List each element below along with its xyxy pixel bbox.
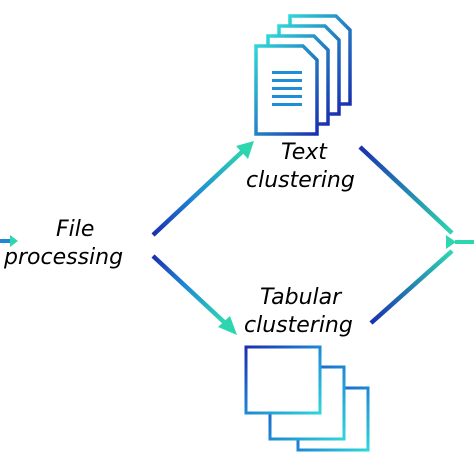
stacked-tables-icon: [244, 345, 370, 452]
arrow-to-tabular-clustering: [151, 254, 237, 335]
table-front: [244, 345, 322, 415]
file-processing-label-line2: processing: [4, 245, 124, 270]
line-tabular-to-merge: [369, 249, 454, 325]
stacked-documents-icon: [254, 14, 352, 136]
file-processing-label-line1: File: [56, 217, 95, 242]
line-text-to-merge: [358, 145, 454, 235]
output-arrow: [446, 235, 474, 249]
text-clustering-label-line1: Text: [281, 140, 327, 165]
tabular-clustering-label-line1: Tabular: [260, 285, 342, 310]
tabular-clustering-label-line2: clustering: [244, 313, 353, 338]
input-arrow: [0, 235, 18, 247]
text-clustering-label-line2: clustering: [246, 168, 355, 193]
arrow-to-text-clustering: [151, 141, 254, 237]
